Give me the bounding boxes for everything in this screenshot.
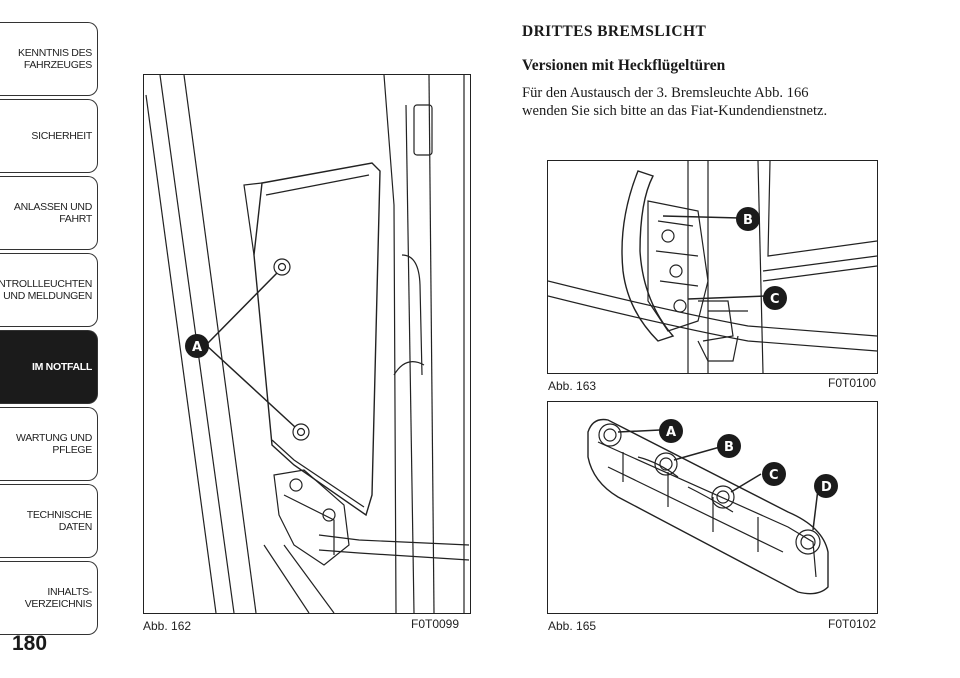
tab-technische-daten[interactable]: TECHNISCHE DATEN: [0, 484, 98, 558]
svg-text:A: A: [192, 340, 202, 355]
figure-162-illustration: A: [143, 74, 471, 614]
tab-anlassen-und-fahrt[interactable]: ANLASSEN UND FAHRT: [0, 176, 98, 250]
section-heading: DRITTES BREMSLICHT: [522, 23, 707, 40]
section-subheading: Versionen mit Heckflügeltüren: [522, 57, 726, 74]
tab-kenntnis-des-fahrzeuges[interactable]: KENNTNIS DES FAHRZEUGES: [0, 22, 98, 96]
figure-163-caption: Abb. 163: [548, 379, 597, 393]
tab-inhaltsverzeichnis[interactable]: INHALTS- VERZEICHNIS: [0, 561, 98, 635]
svg-text:C: C: [769, 468, 779, 483]
tab-im-notfall[interactable]: IM NOTFALL: [0, 330, 98, 404]
body-line: Für den Austausch der 3. Bremsleuchte Ab…: [522, 85, 809, 101]
page-number: 180: [12, 632, 48, 655]
tab-sicherheit[interactable]: SICHERHEIT: [0, 99, 98, 173]
label-b-marker: B: [736, 207, 760, 231]
figure-165-caption: Abb. 165: [548, 619, 597, 633]
svg-text:D: D: [821, 480, 832, 495]
label-c-marker: C: [762, 462, 786, 486]
tab-wartung-und-pflege[interactable]: WARTUNG UND PFLEGE: [0, 407, 98, 481]
figure-165-illustration: A B C D: [547, 401, 878, 614]
section-body: Für den Austausch der 3. Bremsleuchte Ab…: [522, 84, 942, 120]
svg-text:B: B: [724, 440, 734, 455]
label-d-marker: D: [814, 474, 838, 498]
label-c-marker: C: [763, 286, 787, 310]
svg-text:C: C: [770, 292, 780, 307]
figure-165-code: F0T0102: [828, 617, 877, 631]
body-line: wenden Sie sich bitte an das Fiat-Kunden…: [522, 103, 828, 119]
svg-text:A: A: [666, 425, 676, 440]
tab-kontrollleuchten[interactable]: KONTROLLLEUCHTEN UND MELDUNGEN: [0, 253, 98, 327]
label-a-marker: A: [185, 334, 209, 358]
figure-162-code: F0T0099: [411, 617, 460, 631]
figure-163-illustration: B C: [547, 160, 878, 374]
figure-162-caption: Abb. 162: [143, 619, 192, 633]
label-a-marker: A: [659, 419, 683, 443]
label-b-marker: B: [717, 434, 741, 458]
figure-163-code: F0T0100: [828, 376, 877, 390]
svg-text:B: B: [743, 213, 753, 228]
